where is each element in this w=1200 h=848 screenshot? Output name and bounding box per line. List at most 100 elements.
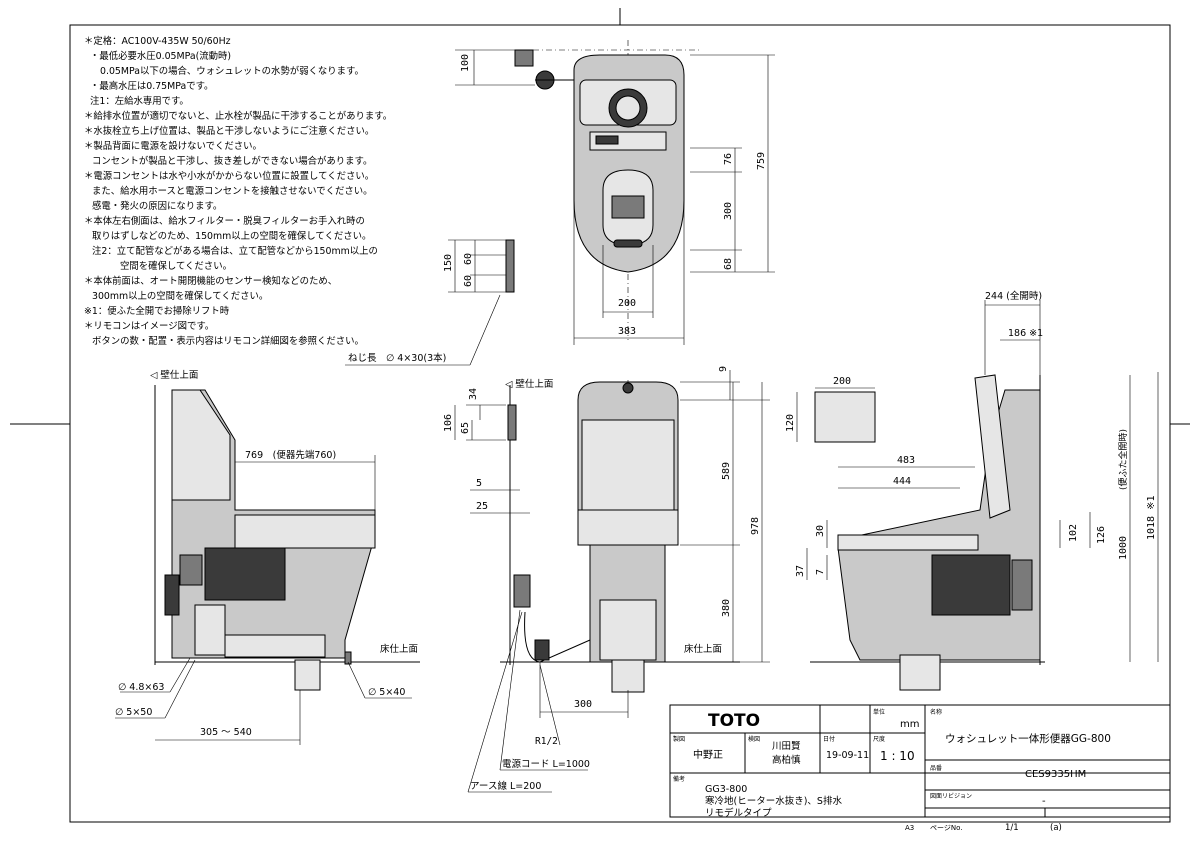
note-line: 注2：立て配管などがある場合は、立て配管などから150mm以上の — [92, 245, 378, 257]
note-line: ＊定格：AC100V-435W 50/60Hz — [84, 35, 231, 47]
dim-759: 759 — [756, 152, 767, 170]
dim-60a: 60 — [463, 253, 474, 265]
dim-25: 25 — [476, 501, 488, 512]
note-line: ・最高水圧は0.75MPaです。 — [90, 80, 213, 92]
note-line: 感電・発火の原因になります。 — [92, 200, 222, 212]
revision-label: 図面リビジョン — [930, 792, 972, 800]
dim-483: 483 — [897, 455, 915, 466]
note-line: ボタンの数・配置・表示内容はリモコン詳細図を参照ください。 — [92, 335, 364, 347]
note-line: 300mm以上の空間を確保してください。 — [92, 290, 268, 302]
name-label: 名称 — [930, 708, 942, 716]
note-line: ＊本体前面は、オート開閉機能のセンサー検知などのため、 — [84, 275, 337, 287]
floor-label-left: 床仕上面 — [380, 643, 418, 655]
note-line: ＊水抜栓立ち上げ位置は、製品と干渉しないようにご注意ください。 — [84, 125, 374, 137]
revision-value: - — [1042, 796, 1046, 807]
unit-label: 単位 — [873, 708, 885, 716]
dim-102: 102 — [1068, 524, 1079, 542]
dim-300-front: 300 — [574, 699, 592, 710]
date-label: 日付 — [823, 735, 835, 743]
dim-200-right: 200 — [833, 376, 851, 387]
note-line: ＊リモコンはイメージ図です。 — [84, 321, 214, 332]
scale-label: 尺度 — [873, 735, 885, 743]
screw-label: ねじ長 ∅ 4×30(3本) — [348, 352, 446, 364]
dim-380: 380 — [721, 599, 732, 617]
note-line: ＊電源コンセントは水や小水がかからない位置に設置してください。 — [84, 170, 374, 182]
dim-30: 30 — [815, 525, 826, 537]
remark-line: 寒冷地(ヒーター水抜き)、S排水 — [705, 795, 842, 807]
dim-1018: 1018 ※1 — [1146, 495, 1157, 540]
earth-label: アース線 L=200 — [470, 780, 541, 792]
note-line: 0.05MPa以下の場合、ウォシュレットの水勢が弱くなります。 — [100, 65, 364, 77]
note-line: 注1：左給水専用です。 — [90, 95, 189, 107]
dim-186: 186 ※1 — [1008, 328, 1043, 339]
page-label: ページNo. — [930, 824, 962, 832]
dim-60b: 60 — [463, 275, 474, 287]
left-side-view: ◁ 壁仕上面 床仕上面 769 (便器先端760) ∅ 4.8×63 ∅ 5×5… — [115, 369, 420, 745]
cord-label: 電源コード L=1000 — [502, 759, 590, 770]
note-line: 空間を確保してください。 — [120, 260, 232, 272]
page-value: 1/1 — [1005, 823, 1019, 833]
wall-label-left: ◁ 壁仕上面 — [150, 369, 198, 381]
dim-65: 65 — [460, 422, 471, 434]
dim-9: 9 — [718, 366, 729, 372]
dim-1000: 1000 — [1118, 536, 1129, 560]
remark-line: GG3-800 — [705, 784, 747, 795]
note-line: また、給水用ホースと電源コンセントを接触させないでください。 — [92, 185, 373, 197]
dim-120: 120 — [785, 414, 796, 432]
number-label: 品番 — [930, 765, 942, 772]
floor-label-front: 床仕上面 — [684, 643, 722, 655]
unit-value: mm — [900, 719, 919, 730]
part-number: CES9335HM — [1025, 769, 1086, 780]
checker1-value: 川田賢 — [772, 741, 801, 752]
checker2-value: 高柏慎 — [772, 754, 801, 766]
notes-block: ＊定格：AC100V-435W 50/60Hz ・最低必要水圧0.05MPa(流… — [84, 35, 392, 347]
note-line: ・最低必要水圧0.05MPa(流動時) — [90, 50, 231, 62]
dim-444: 444 — [893, 476, 911, 487]
dim-34: 34 — [468, 388, 479, 400]
dim-7: 7 — [815, 569, 826, 575]
drafter-label: 製図 — [673, 735, 685, 743]
date-value: 19-09-11 — [826, 750, 869, 761]
note-line: ※1：便ふた全開でお掃除リフト時 — [84, 305, 230, 317]
title-block: TOTO 単位 mm 名称 ウォシュレット一体形便器GG-800 製図 中野正 … — [669, 704, 1171, 833]
dim-106: 106 — [443, 414, 454, 432]
dim-383: 383 — [618, 326, 636, 337]
dim-5x50: ∅ 5×50 — [115, 707, 152, 718]
dim-5x40: ∅ 5×40 — [368, 687, 405, 698]
page-mark: (a) — [1050, 823, 1062, 833]
remarks-label: 備考 — [673, 775, 685, 783]
dim-978: 978 — [750, 517, 761, 535]
note-line: 取りはずしなどのため、150mm以上の空間を確保してください。 — [92, 230, 371, 242]
brand-logo: TOTO — [708, 711, 760, 731]
dim-300: 300 — [723, 202, 734, 220]
dim-4-8x63: ∅ 4.8×63 — [118, 682, 164, 693]
dim-100: 100 — [460, 54, 471, 72]
dim-37: 37 — [795, 565, 806, 577]
front-view: ◁ 壁仕上面 床仕上面 9 589 380 978 34 106 65 — [443, 366, 770, 793]
sheet-size: A3 — [905, 824, 914, 832]
dim-68: 68 — [723, 258, 734, 270]
checker-label: 検図 — [748, 735, 760, 743]
lid-open-label: (便ふた全開時) — [1117, 429, 1129, 490]
product-name: ウォシュレット一体形便器GG-800 — [945, 732, 1111, 745]
note-line: ＊給排水位置が適切でないと、止水栓が製品に干渉することがあります。 — [84, 110, 392, 122]
dim-5: 5 — [476, 478, 482, 489]
dim-76: 76 — [723, 153, 734, 165]
dim-150: 150 — [443, 254, 454, 272]
dim-589: 589 — [721, 462, 732, 480]
drafter-value: 中野正 — [693, 748, 723, 761]
dim-305-540: 305 ～ 540 — [200, 727, 252, 738]
dim-769: 769 (便器先端760) — [245, 449, 336, 461]
r12-label: R1/2 — [535, 736, 558, 747]
note-line: ＊本体左右側面は、給水フィルター・脱臭フィルターお手入れ時の — [84, 215, 365, 227]
dim-200-top: 200 — [618, 298, 636, 309]
top-view: 100 759 76 300 68 200 383 150 60 60 — [345, 40, 775, 366]
scale-value: 1 : 10 — [880, 749, 915, 763]
dim-244: 244 (全開時) — [985, 290, 1042, 302]
wall-label-front: ◁ 壁仕上面 — [505, 378, 553, 390]
note-line: ＊製品背面に電源を設けないでください。 — [84, 140, 262, 152]
dim-126: 126 — [1096, 526, 1107, 544]
remark-line: リモデルタイプ — [705, 807, 772, 819]
right-side-view: 244 (全開時) 186 ※1 200 120 483 444 30 37 7… — [785, 290, 1159, 691]
